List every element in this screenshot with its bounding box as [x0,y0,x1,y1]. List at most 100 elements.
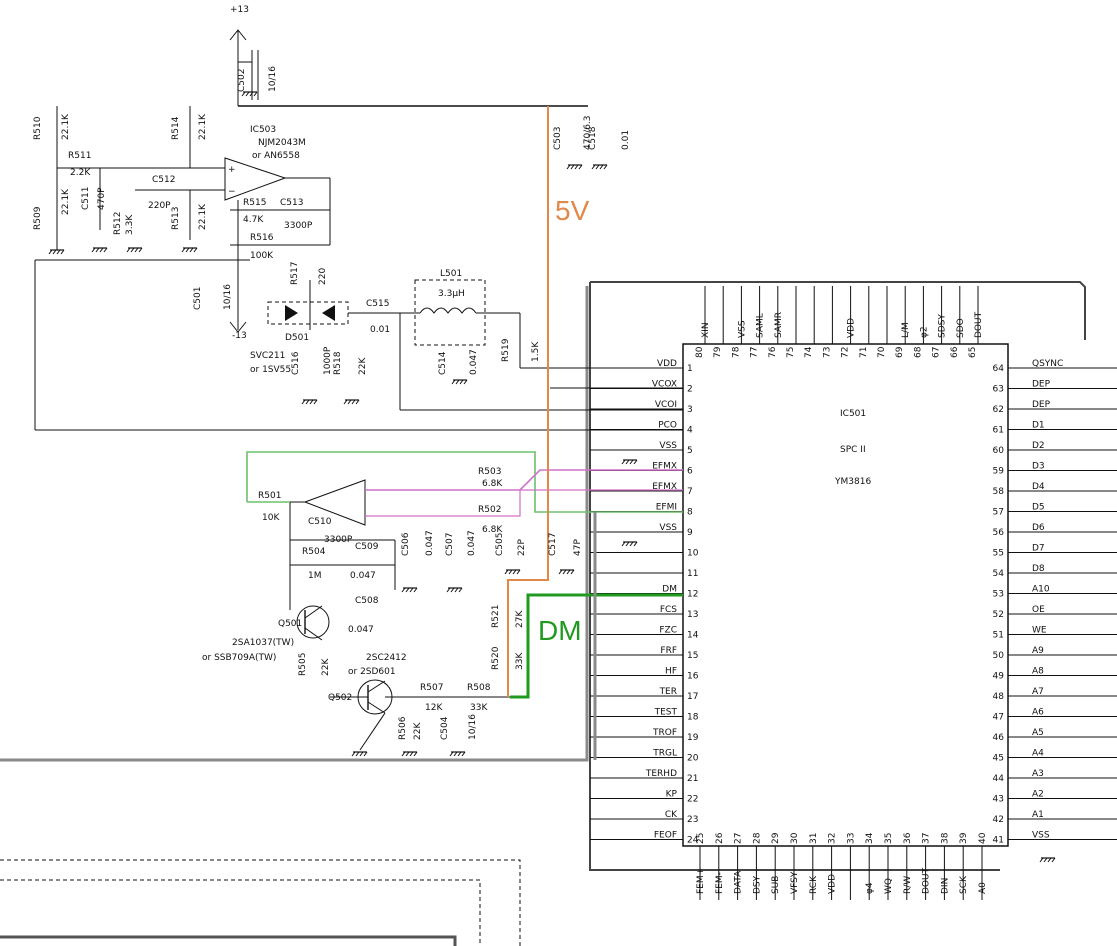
ic501-pin-name: EFMX [652,462,677,472]
ic501-pin-name: D2 [1032,441,1045,451]
component-ref: C513 [280,198,303,208]
component-value: 10/16 [223,284,233,310]
component-ref: C515 [366,299,389,309]
component-value: 1M [308,571,322,581]
ic501-pin-name: SDSY [938,314,948,338]
component-ref: R518 [333,351,343,375]
component-value: 10/16 [468,714,478,740]
ic501-pin-name: VSS [659,523,677,533]
component-value: 3.3K [125,214,135,235]
trace-dm [510,593,683,699]
ic501-pin-number: 19 [687,733,699,743]
ic501-pin-name: VFSY [790,871,800,894]
annot-5v: 5V [555,195,590,226]
ic501-pin-number: 26 [715,832,725,844]
ic501-ref-text: IC501 [840,409,866,419]
ic501-pin-number: 30 [790,832,800,844]
component-value: 0.047 [425,530,435,556]
component-value: 470P [97,187,107,210]
l501-inductor [348,279,683,411]
component-ref: R520 [491,646,501,670]
component-ref: R517 [290,262,300,285]
component-value: 22.1K [61,188,71,215]
component-value: 2.2K [70,168,91,178]
component-ref: C510 [308,517,332,527]
component-value: 12K [425,703,443,713]
ic501-model: SPC II [840,445,866,455]
ic501-pin-number: 42 [993,815,1004,825]
ic501-pin-name: D6 [1032,523,1045,533]
ic501-pin-name: φ4 [865,882,875,894]
component-value: 22K [321,658,331,676]
ic501-pin-number: 47 [993,713,1004,723]
component-ref: C504 [440,716,450,740]
component-ref: C506 [401,532,411,556]
ic501-pin-number: 45 [993,754,1004,764]
ic501-pin-name: SAML [756,313,766,338]
ic501-pin-name: SDO [956,318,966,338]
component-ref: C518 [588,126,598,150]
ic501-pin-number: 5 [687,446,693,456]
d501-ref: D501 [285,333,309,343]
ic501-pin-name: A6 [1032,708,1044,718]
component-value: 1000P [323,346,333,375]
q501-part: 2SA1037(TW) [232,638,294,648]
ic501-pin-number: 22 [687,795,698,805]
ic501-pin-name: DEP [1032,400,1051,410]
ic501-pin-number: 78 [731,346,741,358]
ic501-pin-number: 71 [859,347,869,358]
ic501-pin-number: 7 [687,487,693,497]
ic501-pin-number: 72 [841,347,851,358]
ic501-pin-name: R/W [903,876,913,894]
component-ref: R503 [478,467,501,477]
ic501-pin-number: 15 [687,651,698,661]
ic501-pin-number: 38 [940,832,950,844]
ic501-pin-number: 35 [884,833,894,844]
component-value: 100K [250,251,274,261]
ic501-pin-number: 62 [993,405,1004,415]
ic501-pin-number: 11 [687,569,698,579]
component-value: 1.5K [531,341,541,362]
component-value: 0.047 [469,349,479,375]
component-value: 6.8K [482,525,503,535]
ic501-pin-number: 63 [993,385,1004,395]
ic501-pin-name: SUB [771,876,781,894]
ic501-pins: 1VDD2VCOX3VCOI4PCO5VSS6EFMX7EFMX8EFMI9VS… [590,286,1117,900]
rail-plus13-label: +13 [230,5,249,15]
ic501-pin-number: 21 [687,774,698,784]
trace-5v [507,106,549,697]
ic501-pin-name: XIN [701,322,711,338]
ic501-pin-name: SCK [959,875,969,894]
ic501-pin-number: 36 [903,832,913,844]
ic501-pin-number: 43 [993,795,1004,805]
component-value: 22P [517,539,527,556]
ic501-pin-name: VSS [737,320,747,338]
ic501-pin-number: 27 [734,833,744,844]
component-ref: R509 [33,206,43,230]
ic501-pin-number: 70 [877,346,887,358]
ic501-pin-number: 76 [768,346,778,358]
component-value: 27K [515,610,525,628]
l501-val: 3.3μH [438,289,465,299]
component-value: 47P [573,539,583,556]
ic501-pin-name: TEST [654,708,678,718]
component-value: 0.01 [370,325,390,335]
component-ref: C502 [237,69,247,92]
component-ref: R513 [171,207,181,230]
ic501-pin-name: A5 [1032,728,1044,738]
ic501-pin-name: TROF [652,728,677,738]
ic501-pin-number: 50 [993,651,1005,661]
component-value: 0.01 [621,130,631,150]
ic501-outer-frame [0,281,1086,871]
component-ref: R515 [243,198,266,208]
ic501-pin-name: A8 [1032,667,1044,677]
component-value: 470/6.3 [583,115,593,150]
ic501-pin-name: TER [659,687,677,697]
ic501-pin-number: 2 [687,385,693,395]
ic501-pin-name: D3 [1032,462,1045,472]
ic501-pin-name: D8 [1032,564,1045,574]
component-ref: C503 [553,127,563,150]
q501-transistor [296,605,330,641]
ic501-pin-number: 74 [804,346,814,358]
ic501-pin-number: 4 [687,426,693,436]
